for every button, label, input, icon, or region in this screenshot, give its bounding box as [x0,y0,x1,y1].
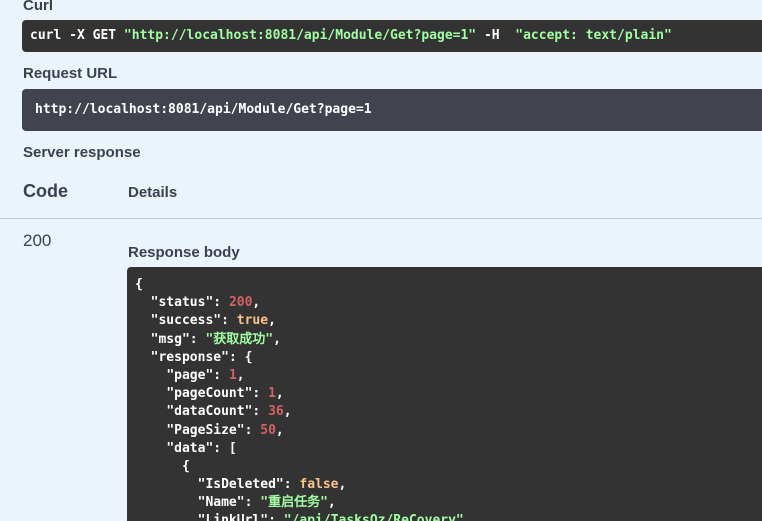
json-line: "status": 200, [135,294,762,312]
json-token: , [236,367,245,383]
json-token: "success" [150,313,222,329]
json-token: : [213,295,229,311]
json-token: 36 [268,404,284,420]
request-url-value[interactable]: http://localhost:8081/api/Module/Get?pag… [22,89,762,131]
curl-label: Curl [23,0,53,14]
json-token: : [213,367,229,383]
json-token: 1 [228,367,237,383]
json-token: 200 [228,295,253,311]
table-divider [0,218,762,219]
json-token: , [463,513,472,521]
json-token: "LinkUrl" [197,513,269,521]
curl-command[interactable]: curl -X GET "http://localhost:8081/api/M… [22,20,762,52]
details-column-header: Details [128,184,178,201]
json-token: "/api/TasksQz/ReCovery" [283,513,464,521]
json-line: { [135,276,762,294]
json-token: : { [228,349,253,365]
json-token: , [252,295,261,311]
json-token [135,513,198,521]
json-token: : [252,404,269,420]
curl-header: "accept: text/plain" [515,28,672,43]
json-token [135,441,166,456]
json-token: "pageCount" [166,386,253,402]
json-token: , [338,477,347,493]
json-token [135,477,198,492]
json-token: : [244,495,261,511]
json-token: { [135,277,143,292]
json-token: "response" [150,349,229,365]
server-response-label: Server response [23,144,141,161]
json-token [135,423,166,438]
json-token: : [244,422,261,438]
json-line: "msg": "获取成功", [135,331,762,349]
response-body-label: Response body [128,244,240,261]
json-line: "page": 1, [135,367,762,385]
json-token: : [252,386,269,402]
json-token [135,495,198,510]
json-token: "Name" [197,495,245,511]
json-token: 50 [260,422,276,438]
json-token: false [299,477,339,493]
curl-command-prefix: curl -X GET [30,28,124,43]
json-token: , [273,331,281,347]
json-token: , [327,495,336,511]
response-body[interactable]: { "status": 200, "success": true, "msg":… [127,267,762,521]
json-line: "data": [ [135,440,762,458]
json-token: "IsDeleted" [197,477,284,493]
json-token: true [236,313,269,329]
json-token: "status" [150,295,214,311]
json-token: "data" [166,440,214,456]
json-line: "response": { [135,349,762,367]
json-token: : [ [213,440,237,456]
json-token: 1 [268,386,276,402]
json-token [135,313,151,328]
json-line: "dataCount": 36, [135,403,762,421]
json-token: : [221,313,237,329]
json-token: { [135,458,190,474]
json-token [135,404,166,419]
status-code: 200 [23,231,52,250]
curl-url: "http://localhost:8081/api/Module/Get?pa… [123,28,477,43]
json-line: { [135,458,762,476]
json-token: "重启任务" [260,495,328,511]
json-token: : [268,513,284,521]
json-token: "page" [166,367,214,383]
json-line: "success": true, [135,312,762,330]
json-token [135,386,166,401]
json-token [135,350,151,365]
json-token [135,332,151,347]
json-line: "pageCount": 1, [135,385,762,403]
json-token: , [275,386,284,402]
json-token: : [283,477,300,493]
json-token: "PageSize" [166,422,245,438]
json-token: , [275,422,284,438]
json-token: , [283,404,292,420]
json-token: "dataCount" [166,404,253,420]
json-token: : [189,331,206,347]
code-column-header: Code [23,181,68,201]
request-url-label: Request URL [23,65,118,82]
json-token: "msg" [150,331,190,347]
json-line: "Name": "重启任务", [135,494,762,512]
curl-flag: -H [476,28,516,43]
json-line: "IsDeleted": false, [135,476,762,494]
json-line: "PageSize": 50, [135,422,762,440]
json-line: "LinkUrl": "/api/TasksQz/ReCovery", [135,512,762,521]
json-token: , [268,313,276,329]
json-token [135,295,151,310]
json-token [135,368,166,383]
json-token: "获取成功" [205,331,274,347]
